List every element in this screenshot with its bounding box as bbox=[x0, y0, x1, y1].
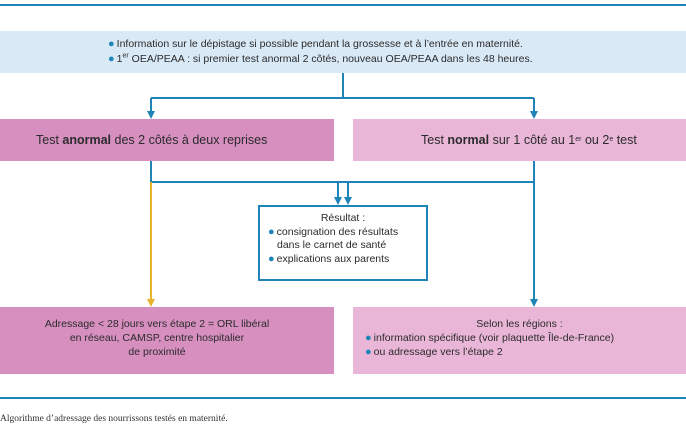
result-box: Résultat : ●consignation des résultats d… bbox=[258, 205, 428, 281]
bullet-icon: ● bbox=[365, 346, 372, 358]
info-line-1: ●Information sur le dépistage si possibl… bbox=[108, 38, 523, 50]
figure-caption: Algorithme d’adressage des nourrissons t… bbox=[0, 414, 228, 424]
outcome-right-item-2: ●ou adressage vers l’étape 2 bbox=[365, 346, 503, 358]
info-line-2: ●1er OEA/PEAA : si premier test anormal … bbox=[108, 52, 533, 66]
bottom-rule bbox=[0, 397, 686, 399]
result-title: Résultat : bbox=[320, 212, 366, 224]
bullet-icon: ● bbox=[268, 225, 275, 238]
result-item-2: ●explications aux parents bbox=[268, 252, 390, 265]
bullet-icon: ● bbox=[365, 332, 372, 344]
outcome-regional-box: Selon les régions : ●information spécifi… bbox=[353, 307, 686, 374]
top-rule bbox=[0, 4, 686, 6]
outcome-left-line-2: en réseau, CAMSP, centre hospitalier bbox=[69, 332, 245, 344]
outcome-referral-box: Adressage < 28 jours vers étape 2 = ORL … bbox=[0, 307, 334, 374]
test-abnormal-box: Test anormal des 2 côtés à deux reprises bbox=[0, 119, 334, 161]
outcome-right-title: Selon les régions : bbox=[476, 318, 563, 330]
bullet-icon: ● bbox=[268, 252, 275, 265]
bullet-icon: ● bbox=[108, 53, 115, 65]
outcome-right-item-1: ●information spécifique (voir plaquette … bbox=[365, 332, 615, 344]
outcome-left-line-3: de proximité bbox=[128, 346, 186, 358]
result-item-1-cont: dans le carnet de santé bbox=[277, 239, 387, 251]
outcome-left-line-1: Adressage < 28 jours vers étape 2 = ORL … bbox=[44, 318, 270, 330]
bullet-icon: ● bbox=[108, 38, 115, 50]
info-box: ●Information sur le dépistage si possibl… bbox=[0, 31, 686, 73]
result-item-1: ●consignation des résultats bbox=[268, 225, 399, 238]
